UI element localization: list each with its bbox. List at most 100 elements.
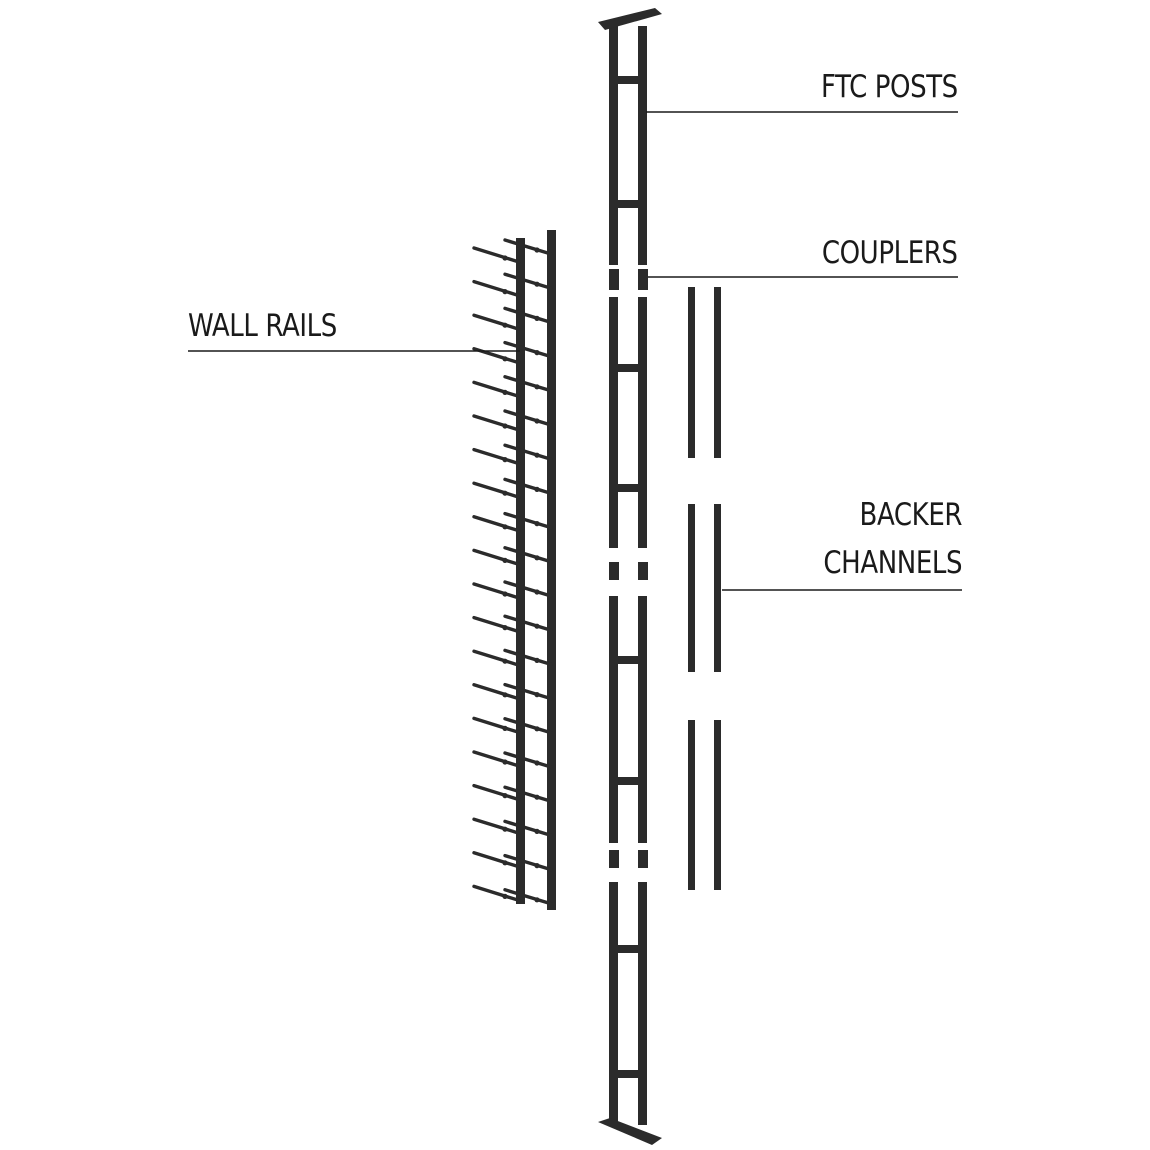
wall-rail-peg-tip [502, 356, 508, 362]
wall-rail-peg [472, 515, 521, 533]
wall-rail-peg-tip [534, 418, 540, 424]
coupler-block [609, 850, 619, 868]
post-rung [609, 777, 647, 785]
wall-rail-peg-tip [534, 486, 540, 492]
wall-rail-peg-tip [502, 658, 508, 664]
wall-rail-peg-tip [502, 289, 508, 295]
wall-rail-peg [503, 648, 553, 667]
wall-rail-peg-tip [534, 281, 540, 287]
wall-rail-peg-tip [534, 555, 540, 561]
coupler-block [638, 850, 648, 868]
post-rail-segment [609, 596, 618, 843]
wall-rail-peg-tip [502, 793, 508, 799]
ftc-posts-label: FTC POSTS [821, 69, 958, 105]
wall-rail-back [547, 230, 556, 910]
wall-rail-peg-tip [502, 322, 508, 328]
post-rung [609, 1070, 647, 1078]
post-rung [609, 484, 647, 492]
wall-rail-peg [503, 340, 553, 359]
wall-rail-peg-tip [534, 247, 540, 253]
wall-rail-peg-tip [534, 897, 540, 903]
wall-rail-peg [503, 819, 553, 838]
wall-rail-peg [503, 238, 553, 256]
wall-rail-peg-tip [534, 350, 540, 356]
wall-rail-peg [472, 481, 521, 499]
wall-rail-peg [472, 750, 521, 768]
coupler-block [638, 562, 648, 580]
wall-rail-peg-tip [502, 557, 508, 564]
wall-rail-peg [503, 888, 553, 906]
wall-rail-peg [472, 851, 521, 869]
wall-rail-peg-tip [502, 591, 508, 597]
wall-rail-peg [472, 716, 521, 735]
wall-rail-peg [503, 580, 553, 598]
wall-rail-peg [503, 614, 553, 632]
wall-rail-peg-tip [502, 490, 508, 496]
wall-rail-peg-tip [502, 524, 508, 530]
wall-rail-peg-tip [502, 692, 508, 698]
wall-rail-peg [503, 717, 553, 735]
backer-channel-segment [688, 720, 695, 890]
post-rail-segment [609, 297, 618, 548]
backer-channels-label-line1: BACKER [859, 497, 962, 533]
wall-rail-front [516, 238, 525, 904]
post-bottom-cap [598, 1118, 662, 1145]
post-rung [609, 945, 647, 953]
wall-rail-peg [503, 409, 553, 427]
wall-rail-peg-tip [534, 794, 540, 800]
post-rail-segment [609, 882, 618, 1125]
wall-rail-peg-tip [534, 657, 540, 664]
wall-rail-peg [472, 884, 521, 903]
wall-rail-peg-tip [534, 589, 540, 595]
wall-rail-peg [472, 615, 521, 634]
wall-rail-peg [503, 443, 553, 461]
wall-rail-peg-tip [502, 725, 508, 732]
coupler-block [609, 269, 619, 290]
backer-channel-segment [688, 504, 695, 672]
wall-rail-peg-tip [534, 384, 540, 390]
wall-rail-peg-tip [534, 452, 540, 458]
wall-rail-peg [472, 447, 521, 466]
backer-channels [688, 287, 721, 890]
wall-rail-peg-tip [502, 759, 508, 765]
wall-rail-peg-tip [502, 625, 508, 631]
wall-rail-peg-tip [534, 521, 540, 527]
post-rail-segment [638, 297, 647, 548]
wall-rails [472, 230, 556, 910]
wall-rail-peg [503, 511, 553, 530]
wall-rail-peg [503, 306, 553, 325]
post-rail-segment [638, 882, 647, 1125]
wall-rail-peg-tip [534, 828, 540, 835]
wall-rail-peg [503, 477, 553, 496]
couplers-label: COUPLERS [822, 235, 958, 271]
wall-rail-peg-tip [502, 826, 508, 832]
wall-rail-peg-tip [534, 315, 540, 321]
wall-rail-peg [503, 272, 553, 290]
backer-channel-segment [714, 287, 721, 458]
post-rung [609, 656, 647, 664]
wall-rail-peg [472, 683, 521, 701]
wall-rail-peg-tip [534, 726, 540, 732]
wall-rail-peg-tip [534, 863, 540, 869]
wall-rail-peg-tip [502, 893, 508, 900]
wall-rail-peg [503, 853, 553, 872]
wall-rail-peg [472, 279, 521, 298]
wall-rail-peg [472, 817, 521, 835]
wall-rail-peg [472, 246, 521, 264]
post-top-cap [598, 8, 662, 30]
wall-rail-peg [472, 582, 521, 600]
post-rail-segment [638, 596, 647, 843]
backer-channel-segment [714, 504, 721, 672]
post-rail-segment [609, 26, 618, 265]
wall-rail-peg-tip [502, 255, 508, 261]
wall-rail-peg-tip [502, 457, 508, 463]
wall-rail-peg [503, 751, 553, 769]
ftc-posts [598, 8, 662, 1145]
wall-rail-peg [472, 649, 521, 667]
wall-rail-peg [503, 682, 553, 701]
coupler-block [638, 269, 648, 290]
wall-rail-peg [472, 380, 521, 399]
wall-rail-peg-tip [502, 423, 508, 429]
